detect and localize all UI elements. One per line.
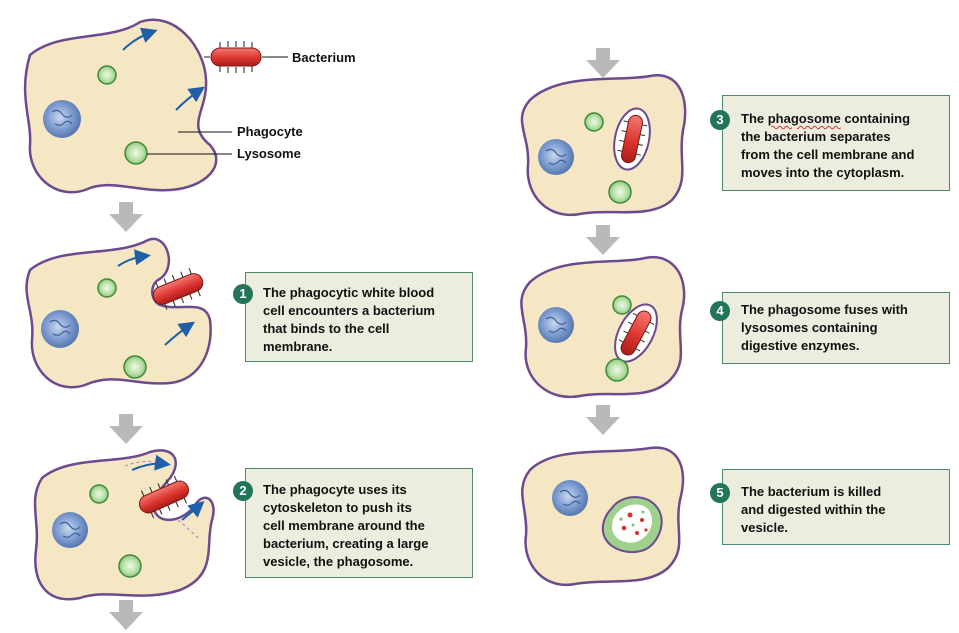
phagocyte-cell <box>520 73 687 217</box>
movement-arrow <box>131 454 171 471</box>
flow-arrow <box>586 225 620 255</box>
lysosome <box>118 554 142 578</box>
step-1-box <box>245 272 473 362</box>
bacterium <box>138 475 190 519</box>
phagocyte-cell <box>25 237 212 389</box>
lysosome <box>124 141 148 165</box>
lysosome <box>608 180 632 204</box>
lysosome <box>584 112 604 132</box>
flow-arrow <box>109 202 143 232</box>
nucleus <box>538 307 574 343</box>
phagocyte-cell <box>23 18 218 194</box>
cell-step-2 <box>33 449 215 601</box>
step-4-number: 4 <box>710 301 730 321</box>
flow-arrow <box>109 414 143 444</box>
cell-step-3 <box>520 73 687 217</box>
movement-arrow <box>164 321 195 346</box>
nucleus <box>538 139 574 175</box>
movement-arrow <box>181 501 205 521</box>
lysosome <box>123 355 147 379</box>
cytoskeleton-line <box>177 519 201 541</box>
bacterium <box>620 114 644 164</box>
bacterium-label: Bacterium <box>292 50 356 65</box>
cell-step-5 <box>521 446 685 587</box>
flow-arrow <box>586 405 620 435</box>
cell-step-1 <box>25 237 212 389</box>
lysosome <box>605 358 629 382</box>
step-4-text: The phagosome fuses with lysosomes conta… <box>741 302 908 353</box>
step-5-text: The bacterium is killed and digested wit… <box>741 484 886 535</box>
lysosome <box>97 65 117 85</box>
step-1-number: 1 <box>233 284 253 304</box>
step-2-text: The phagocyte uses its cytoskeleton to p… <box>263 482 429 569</box>
bacterial-fragments <box>619 510 648 535</box>
movement-arrow <box>175 86 205 111</box>
step-5-box <box>722 469 950 545</box>
nucleus <box>552 480 588 516</box>
phagocyte-cell <box>33 449 215 601</box>
cell-initial <box>23 18 218 194</box>
cell-step-4 <box>520 255 686 399</box>
step-2-box <box>245 468 473 578</box>
lysosome <box>612 295 632 315</box>
step-5-number: 5 <box>710 483 730 503</box>
step-4-box <box>722 292 950 364</box>
lysosome-label: Lysosome <box>237 146 301 161</box>
phagocyte-label: Phagocyte <box>237 124 303 139</box>
nucleus <box>52 512 88 548</box>
phagosome <box>614 303 658 363</box>
bacterium <box>620 310 652 356</box>
step-3-number: 3 <box>710 110 730 130</box>
step-3-text: The phagosome containing the bacterium s… <box>741 111 915 180</box>
phagosome <box>613 107 651 171</box>
bacterium <box>204 41 268 73</box>
movement-arrow <box>122 27 158 51</box>
phagocyte-cell <box>520 255 686 399</box>
step-2-number: 2 <box>233 481 253 501</box>
flow-arrow <box>109 600 143 630</box>
nucleus <box>41 310 79 348</box>
lysosome <box>97 278 117 298</box>
step-3-box <box>722 95 950 191</box>
step-1-text: The phagocytic white blood cell encounte… <box>263 285 435 354</box>
spellcheck-flagged-word: phagosome <box>767 111 841 126</box>
digestive-vesicle <box>601 496 663 554</box>
nucleus <box>43 100 81 138</box>
bacterium <box>152 268 204 310</box>
movement-arrow <box>117 249 151 267</box>
lysosome <box>89 484 109 504</box>
flow-arrow <box>586 48 620 78</box>
